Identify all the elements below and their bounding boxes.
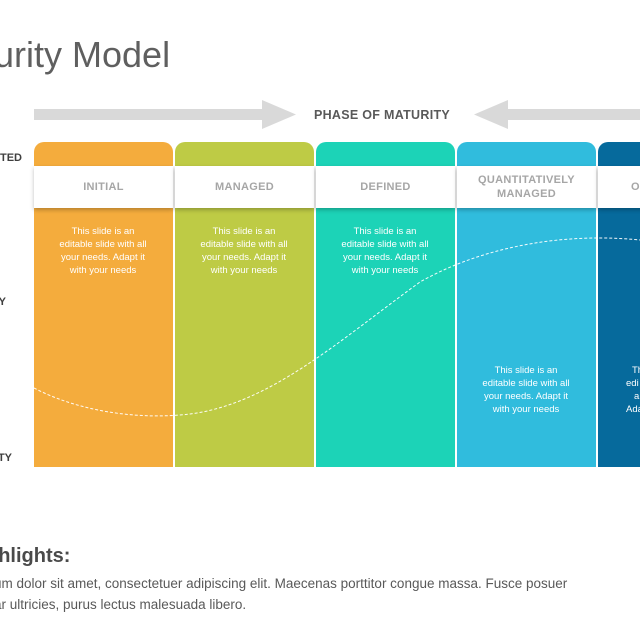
header-initial: INITIAL — [34, 166, 173, 208]
highlights-heading: ghlights: — [0, 545, 71, 567]
optimizing-text-line: a — [634, 391, 640, 402]
column-defined-text: This slide is an editable slide with all… — [341, 226, 429, 276]
header-defined-label: DEFINED — [360, 181, 411, 193]
header-optimizing: O — [598, 166, 640, 208]
header-optimizing-label: O — [631, 181, 640, 193]
phase-of-maturity-label: PHASE OF MATURITY — [313, 108, 451, 122]
side-label-middle: Y — [0, 296, 6, 308]
column-managed-text: This slide is an editable slide with all… — [200, 226, 288, 276]
highlights-body-line-1: um dolor sit amet, consectetuer adipisci… — [0, 576, 568, 591]
header-managed-label: MANAGED — [215, 181, 274, 193]
header-quantitatively-managed: QUANTITATIVELY MANAGED — [457, 166, 596, 208]
header-defined: DEFINED — [316, 166, 455, 208]
optimizing-text-line: Th — [632, 365, 640, 376]
left-arrow-icon — [474, 100, 640, 129]
column-optimizing-text: Th edi a Ada — [604, 364, 640, 416]
side-label-bottom: TY — [0, 452, 12, 464]
side-label-top: TED — [0, 152, 22, 164]
right-arrow-icon — [34, 100, 296, 129]
optimizing-text-line: Ada — [626, 404, 640, 415]
optimizing-text-line: edi — [626, 378, 639, 389]
highlights-body-line-2: ar ultricies, purus lectus malesuada lib… — [0, 597, 247, 612]
column-quantitatively-text: This slide is an editable slide with all… — [482, 365, 570, 415]
slide-title: urity Model — [0, 34, 171, 75]
header-initial-label: INITIAL — [83, 181, 124, 193]
column-initial-text: This slide is an editable slide with all… — [59, 226, 147, 276]
phase-arrows — [34, 100, 640, 129]
header-managed-2-label: MANAGED — [497, 188, 556, 200]
header-quantitatively-label: QUANTITATIVELY — [478, 174, 575, 186]
header-managed: MANAGED — [175, 166, 314, 208]
